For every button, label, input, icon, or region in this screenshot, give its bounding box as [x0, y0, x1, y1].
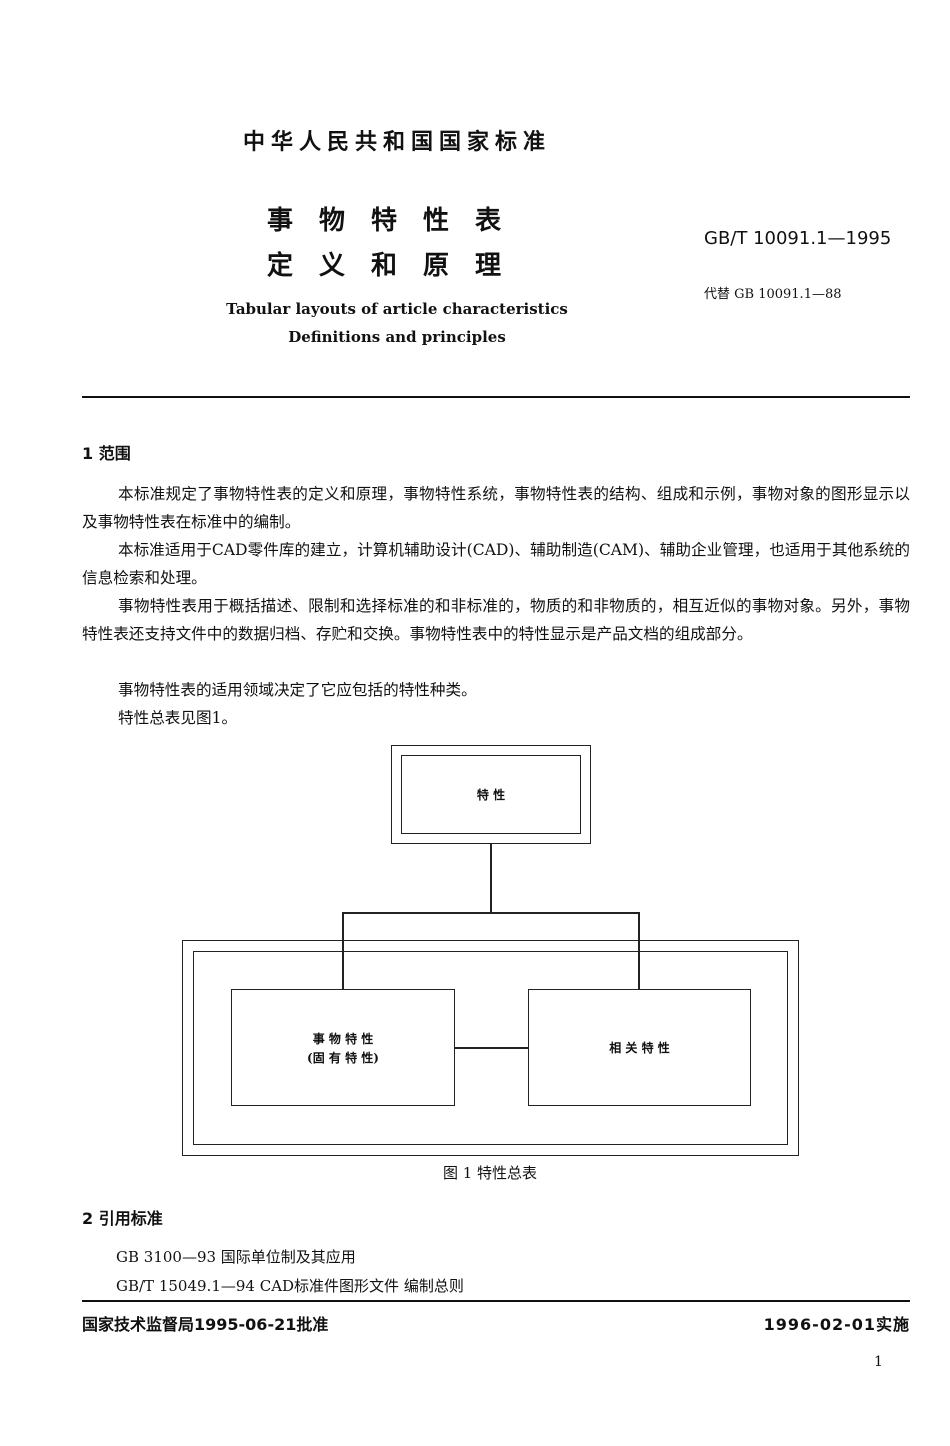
- header-rule: [82, 396, 910, 398]
- title-line-2: 定义和原理: [266, 251, 527, 281]
- connector-between-boxes: [455, 1047, 528, 1049]
- inherent-characteristics-box: 事 物 特 性 (固 有 特 性): [231, 989, 455, 1106]
- figure-caption: 图 1 特性总表: [442, 1164, 538, 1182]
- connector-horizontal: [342, 912, 640, 914]
- inherent-box-label-1: 事 物 特 性: [312, 1031, 374, 1046]
- group-box-inner: [193, 951, 788, 1145]
- related-box-label: 相 关 特 性: [609, 1041, 670, 1055]
- title-line-1: 事物特性表: [266, 206, 527, 236]
- implementation-date: 1996-02-01实施: [763, 1315, 910, 1334]
- scope-paragraph-2: 本标准适用于CAD零件库的建立，计算机辅助设计(CAD)、辅助制造(CAM)、辅…: [82, 541, 910, 587]
- connector-left-down: [342, 912, 344, 989]
- footer-rule: [82, 1300, 910, 1302]
- scope-paragraph-1: 本标准规定了事物特性表的定义和原理，事物特性系统，事物特性表的结构、组成和示例，…: [82, 485, 910, 531]
- title-en-line-1: Tabular layouts of article characteristi…: [226, 300, 568, 318]
- scope-paragraph-4: 事物特性表的适用领域决定了它应包括的特性种类。: [118, 681, 477, 699]
- connector-vertical-top: [490, 844, 492, 913]
- standard-number: GB/T 10091.1—1995: [704, 228, 892, 249]
- reference-item-1: GB 3100—93 国际单位制及其应用: [116, 1248, 356, 1266]
- section-references-heading: 2 引用标准: [82, 1209, 163, 1228]
- page-number: 1: [874, 1354, 883, 1370]
- related-characteristics-box: 相 关 特 性: [528, 989, 751, 1106]
- top-box-outer: [391, 745, 591, 844]
- top-box-inner: 特 性: [401, 755, 581, 834]
- inherent-box-label-2: (固 有 特 性): [307, 1050, 379, 1065]
- replaces-note: 代替 GB 10091.1—88: [704, 287, 842, 302]
- group-box-outer: [182, 940, 799, 1156]
- title-en-line-2: Definitions and principles: [288, 328, 506, 346]
- scope-paragraph-5: 特性总表见图1。: [118, 709, 238, 727]
- standard-type: 中华人民共和国国家标准: [242, 130, 551, 155]
- top-box-label: 特 性: [476, 788, 506, 802]
- reference-item-2: GB/T 15049.1—94 CAD标准件图形文件 编制总则: [116, 1277, 464, 1295]
- approval-date: 国家技术监督局1995-06-21批准: [82, 1315, 329, 1334]
- scope-paragraph-3: 事物特性表用于概括描述、限制和选择标准的和非标准的，物质的和非物质的，相互近似的…: [82, 597, 910, 643]
- connector-right-down: [638, 912, 640, 989]
- section-scope-heading: 1 范围: [82, 444, 131, 463]
